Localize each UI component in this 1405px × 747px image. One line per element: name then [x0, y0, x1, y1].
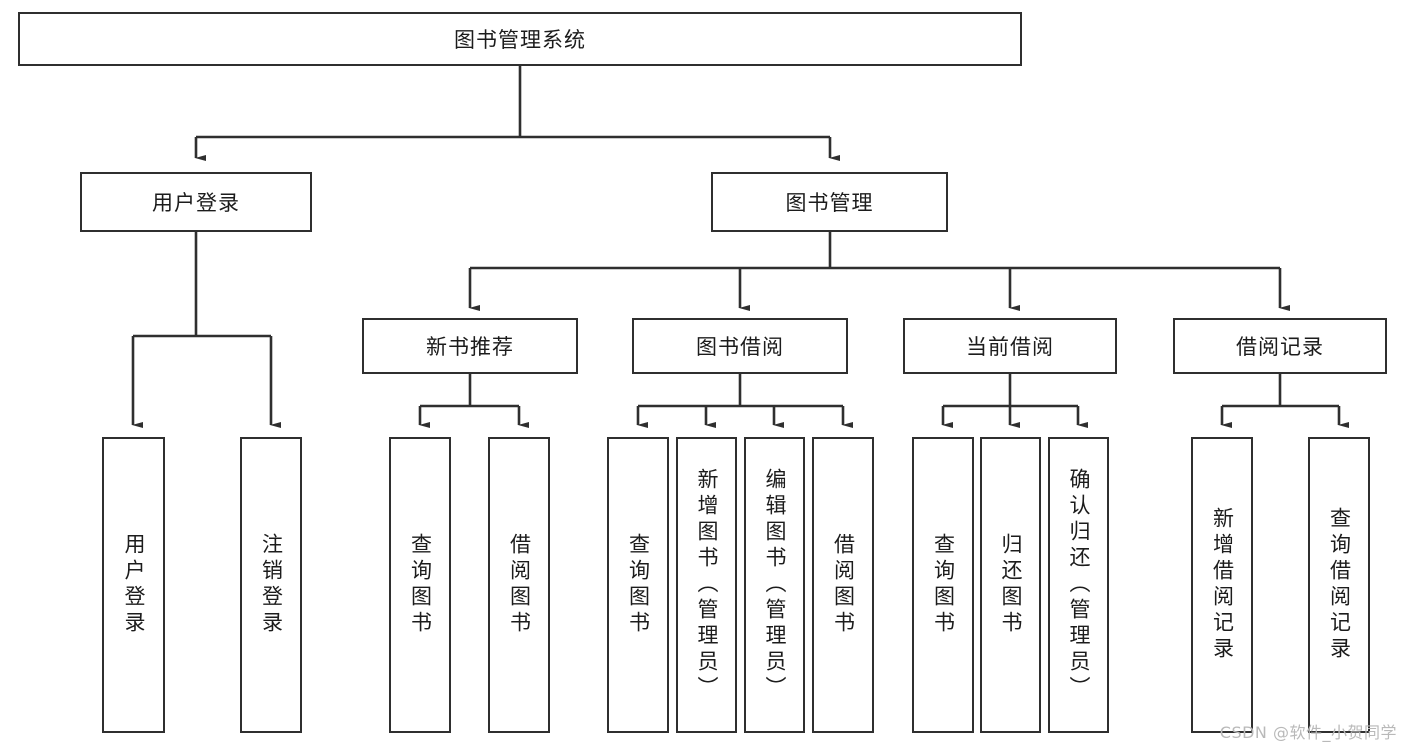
leaf-add-book-admin[interactable]: 新增图书（管理员）: [676, 437, 737, 733]
node-label: 查询图书: [408, 533, 433, 637]
node-user-login[interactable]: 用户登录: [80, 172, 312, 232]
leaf-logout[interactable]: 注销登录: [240, 437, 302, 733]
node-label: 新增借阅记录: [1210, 507, 1235, 663]
leaf-query-borrow-record[interactable]: 查询借阅记录: [1308, 437, 1370, 733]
node-label: 图书管理系统: [454, 28, 586, 52]
node-label: 新书推荐: [426, 335, 514, 359]
node-label: 图书管理: [785, 191, 874, 215]
node-book-management[interactable]: 图书管理: [711, 172, 948, 232]
leaf-add-borrow-record[interactable]: 新增借阅记录: [1191, 437, 1253, 733]
leaf-query-book-recommend[interactable]: 查询图书: [389, 437, 451, 733]
node-label: 用户登录: [152, 191, 240, 215]
leaf-edit-book-admin[interactable]: 编辑图书（管理员）: [744, 437, 805, 733]
node-label: 注销登录: [259, 533, 284, 637]
node-label: 借阅记录: [1236, 335, 1324, 359]
node-current-borrow[interactable]: 当前借阅: [903, 318, 1117, 374]
leaf-query-book-current[interactable]: 查询图书: [912, 437, 974, 733]
leaf-borrow-book[interactable]: 借阅图书: [812, 437, 874, 733]
node-label: 查询图书: [931, 533, 956, 637]
node-label: 图书借阅: [696, 335, 784, 359]
node-label: 确认归还（管理员）: [1067, 468, 1091, 702]
node-label: 借阅图书: [831, 533, 856, 637]
node-label: 查询借阅记录: [1327, 507, 1352, 663]
node-new-book-recommend[interactable]: 新书推荐: [362, 318, 578, 374]
leaf-return-book[interactable]: 归还图书: [980, 437, 1041, 733]
leaf-borrow-book-recommend[interactable]: 借阅图书: [488, 437, 550, 733]
leaf-confirm-return-admin[interactable]: 确认归还（管理员）: [1048, 437, 1109, 733]
node-label: 当前借阅: [966, 335, 1054, 359]
node-label: 归还图书: [999, 533, 1023, 637]
node-label: 查询图书: [626, 533, 651, 637]
node-label: 借阅图书: [507, 533, 532, 637]
node-label: 编辑图书（管理员）: [763, 468, 787, 702]
node-book-borrow[interactable]: 图书借阅: [632, 318, 848, 374]
node-label: 新增图书（管理员）: [695, 468, 719, 702]
leaf-user-login[interactable]: 用户登录: [102, 437, 165, 733]
node-borrow-record[interactable]: 借阅记录: [1173, 318, 1387, 374]
node-root-system[interactable]: 图书管理系统: [18, 12, 1022, 66]
leaf-query-book-borrow[interactable]: 查询图书: [607, 437, 669, 733]
node-label: 用户登录: [122, 533, 146, 637]
